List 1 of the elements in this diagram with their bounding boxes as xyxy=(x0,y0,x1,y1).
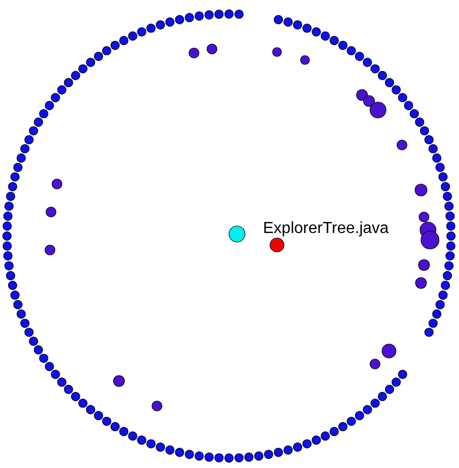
file-name-label: ExplorerTree.java xyxy=(263,220,389,238)
